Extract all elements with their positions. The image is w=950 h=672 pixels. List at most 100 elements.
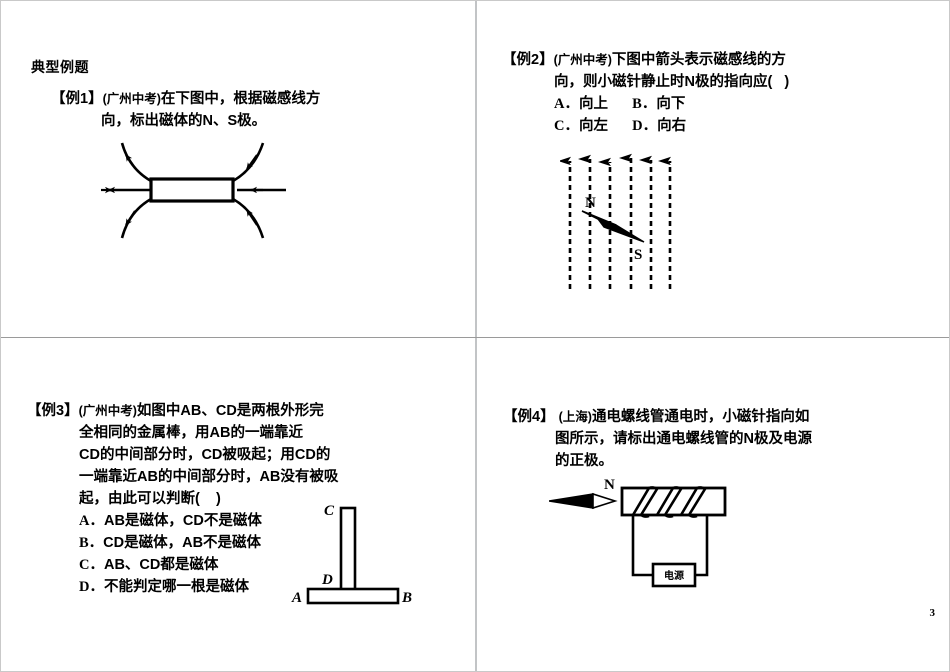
field-line-upper-left [120, 142, 152, 183]
quadrant-example-1: 典型例题 【例1】(广州中考)在下图中，根据磁感线方 向，标出磁体的N、S极。 [1, 1, 475, 337]
example-3-line-3: CD的中间部分时，CD被吸起；用CD的 [79, 447, 331, 463]
page-number: 3 [929, 607, 936, 619]
example-3-option-c: C．AB、CD都是磁体 [27, 554, 447, 576]
quadrant-example-4: 【例4】 (上海)通电螺线管通电时，小磁针指向如 图所示，请标出通电螺线管的N极… [477, 338, 949, 671]
solenoid-circuit-svg: N 电源 [549, 477, 727, 588]
example-3-option-a-key: A． [79, 513, 104, 529]
example-3-option-a-text: AB是磁体，CD不是磁体 [103, 513, 262, 529]
vertical-bar-cd [339, 506, 357, 592]
example-2-option-row-2: C．向左 D．向右 [502, 115, 932, 137]
battery-label: 电源 [664, 569, 684, 582]
compass-north-label: N [585, 195, 596, 211]
label-a: A [291, 590, 302, 606]
compass-needle [581, 210, 645, 243]
example-4-text: 【例4】 (上海)通电螺线管通电时，小磁针指向如 图所示，请标出通电螺线管的N极… [503, 406, 933, 472]
label-d: D [321, 572, 333, 588]
example-2-tag: 【例2】 [502, 52, 554, 68]
quadrant-example-2: 【例2】(广州中考)下图中箭头表示磁感线的方 向，则小磁针静止时N极的指向应( … [477, 1, 949, 337]
compass-right-half [592, 492, 618, 510]
field-line-lower-left [120, 197, 152, 239]
example-3-option-d-text: 不能判定哪一根是磁体 [103, 579, 249, 595]
bar-magnet-field-lines-figure [97, 137, 292, 247]
example-1-source: (广州中考) [102, 92, 161, 106]
vertical-divider [475, 1, 477, 671]
example-3-body-1: 如图中AB、CD是两根外形完 [136, 403, 324, 419]
example-3-line-1: 【例3】(广州中考)如图中AB、CD是两根外形完 [27, 400, 447, 422]
example-3-line-4: 一端靠近AB的中间部分时，AB没有被吸 [79, 469, 339, 485]
circuit-wire-right [691, 515, 709, 577]
example-2-option-a-text: 向上 [578, 96, 608, 112]
coil-turn-1 [631, 486, 659, 518]
example-4-body-1: 通电螺线管通电时，小磁针指向如 [591, 409, 810, 425]
example-2-option-b-key: B． [632, 96, 657, 112]
battery-box [651, 562, 697, 588]
example-4-line-3: 的正极。 [555, 453, 613, 469]
example-2-option-row-1: A．向上 B．向下 [502, 93, 932, 115]
field-lines-group [560, 153, 672, 289]
compass-left-half [549, 493, 594, 509]
example-3-tag: 【例3】 [27, 403, 79, 419]
bar-magnet-svg [101, 142, 286, 239]
example-2-source: (广州中考) [553, 53, 612, 67]
example-2-option-d-text: 向右 [657, 118, 687, 134]
field-line-lower-right [232, 197, 265, 239]
example-4-source: (上海) [558, 410, 592, 424]
example-3-source: (广州中考) [78, 404, 137, 418]
solenoid-circuit-figure: N 电源 [549, 475, 739, 595]
example-4-line-2: 图所示，请标出通电螺线管的N极及电源 [555, 431, 812, 447]
solenoid-coil-turns [631, 486, 707, 518]
compass-south-label: S [634, 247, 642, 263]
example-3-option-c-key: C． [79, 557, 104, 573]
opt-gap-1 [608, 96, 632, 112]
example-3-text: 【例3】(广州中考)如图中AB、CD是两根外形完 全相同的金属棒，用AB的一端靠… [27, 400, 447, 598]
page-title: 典型例题 [31, 59, 89, 75]
t-bars-svg: C D A B [291, 503, 412, 606]
horizontal-divider [1, 337, 949, 338]
example-2-text: 【例2】(广州中考)下图中箭头表示磁感线的方 向，则小磁针静止时N极的指向应( … [502, 49, 932, 137]
field-lines-compass-figure: N S [560, 149, 700, 294]
compass-north-label-4: N [604, 477, 615, 493]
compass-needle-horizontal [549, 492, 618, 510]
example-3-option-b-key: B． [79, 535, 104, 551]
t-shaped-bars-figure: C D A B [288, 498, 418, 610]
example-2-body-1: 下图中箭头表示磁感线的方 [611, 52, 786, 68]
example-3-option-b: B．CD是磁体，AB不是磁体 [27, 532, 447, 554]
example-4-line-1: 【例4】 (上海)通电螺线管通电时，小磁针指向如 [503, 406, 933, 428]
field-line-upper-left-arrow [125, 154, 136, 169]
example-1-text: 【例1】(广州中考)在下图中，根据磁感线方 向，标出磁体的N、S极。 [51, 88, 451, 132]
opt-gap-2 [608, 118, 632, 134]
example-3-option-b-text: CD是磁体，AB不是磁体 [103, 535, 262, 551]
example-3-line-2: 全相同的金属棒，用AB的一端靠近 [79, 425, 303, 441]
horizontal-bar-ab [306, 587, 400, 605]
example-3-line-5: 起，由此可以判断( ) [79, 491, 221, 507]
label-c: C [324, 503, 335, 519]
magnet-body [149, 177, 235, 203]
field-line-upper-right [232, 142, 265, 183]
example-3-option-d-key: D． [79, 579, 104, 595]
example-1-tag: 【例1】 [51, 91, 103, 107]
coil-turn-2 [655, 486, 683, 518]
circuit-wire-left [631, 515, 655, 577]
example-4-tag: 【例4】 [503, 409, 555, 425]
example-1-body-1: 在下图中，根据磁感线方 [160, 91, 321, 107]
example-2-line-2: 向，则小磁针静止时N极的指向应( ) [554, 74, 790, 90]
example-2-option-a-key: A． [554, 96, 579, 112]
example-2-option-c-key: C． [554, 118, 579, 134]
example-1-line-2: 向，标出磁体的N、S极。 [101, 113, 267, 129]
field-line-upper-right-arrow [246, 154, 258, 170]
example-2-line-1: 【例2】(广州中考)下图中箭头表示磁感线的方 [502, 49, 932, 71]
example-1-line-1: 【例1】(广州中考)在下图中，根据磁感线方 [51, 88, 451, 110]
example-3-option-c-text: AB、CD都是磁体 [103, 557, 219, 573]
field-line-lower-right-arrow [246, 209, 258, 226]
example-3-option-a: A．AB是磁体，CD不是磁体 [27, 510, 447, 532]
example-2-option-d-key: D． [632, 118, 658, 134]
example-3-option-d: D．不能判定哪一根是磁体 [27, 576, 447, 598]
example-2-option-c-text: 向左 [578, 118, 608, 134]
quadrant-example-3: 【例3】(广州中考)如图中AB、CD是两根外形完 全相同的金属棒，用AB的一端靠… [1, 338, 475, 671]
example-2-option-b-text: 向下 [656, 96, 686, 112]
coil-turn-3 [679, 486, 707, 518]
field-lines-compass-svg: N S [560, 153, 672, 289]
field-line-lower-left-arrow [125, 210, 136, 226]
label-b: B [401, 590, 412, 606]
